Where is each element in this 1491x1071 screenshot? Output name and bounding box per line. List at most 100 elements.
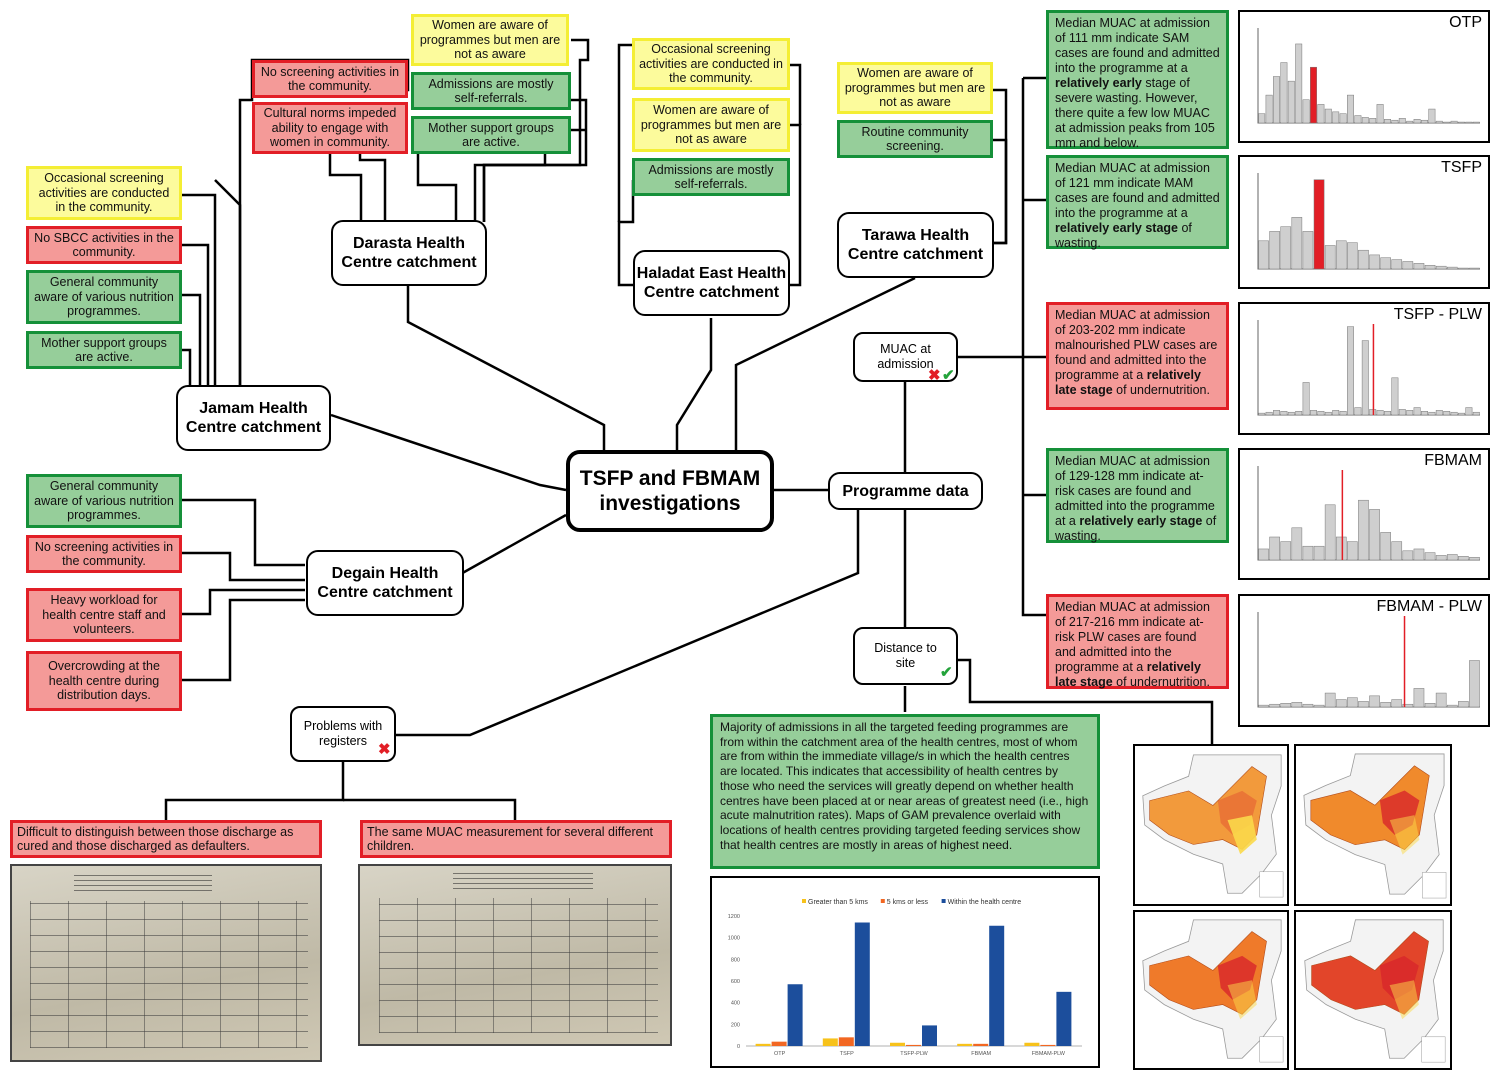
- histogram-bar: [1380, 257, 1391, 270]
- histogram-bar: [1443, 121, 1451, 124]
- chart-bar: [906, 1044, 921, 1046]
- finding-text: General community aware of various nutri…: [34, 275, 174, 319]
- histogram-bar: [1435, 555, 1447, 561]
- emphasis-text: relatively early stage: [1055, 221, 1178, 235]
- gam-low-area: [1389, 980, 1419, 1020]
- distance-title: Distance to site: [874, 641, 937, 670]
- darasta-finding: Admissions are mostly self-referrals.: [411, 72, 571, 110]
- histogram-bar: [1258, 412, 1266, 416]
- histogram-bar: [1332, 111, 1340, 124]
- muac-node: MUAC at admission: [853, 332, 958, 382]
- histogram-bar: [1369, 118, 1377, 124]
- jamam-finding: Mother support groups are active.: [26, 331, 182, 369]
- histogram-bar: [1369, 509, 1380, 561]
- darasta-node: Darasta Health Centre catchment: [331, 220, 487, 286]
- darasta-title: Darasta Health Centre catchment: [341, 235, 477, 271]
- muac-finding: Median MUAC at admission of 121 mm indic…: [1046, 155, 1229, 250]
- histogram-bar: [1339, 113, 1347, 124]
- histogram-bar: [1380, 532, 1391, 561]
- histogram-bar: [1398, 409, 1406, 416]
- histogram-bar: [1302, 703, 1314, 708]
- histogram-bar: [1310, 410, 1317, 416]
- legend-label: Greater than 5 kms: [808, 899, 868, 906]
- histogram-bar: [1402, 550, 1414, 561]
- tarawa-title: Tarawa Health Centre catchment: [847, 227, 984, 263]
- histogram-bar: [1258, 704, 1269, 708]
- panel-title: FBMAM: [1424, 452, 1482, 469]
- histogram-bar: [1302, 382, 1310, 416]
- chart-bar: [890, 1042, 905, 1046]
- histogram-bar: [1469, 556, 1480, 561]
- histogram-bar: [1428, 411, 1436, 416]
- histogram-bar: [1384, 411, 1391, 416]
- register-issue: Difficult to distinguish between those d…: [10, 820, 322, 858]
- jamam-finding: No SBCC activities in the community.: [26, 226, 182, 264]
- jamam-finding: General community aware of various nutri…: [26, 270, 182, 324]
- y-tick-label: 200: [731, 1022, 740, 1028]
- histogram-bar: [1458, 412, 1465, 416]
- gam-low-area: [1227, 980, 1257, 1020]
- histogram-bar: [1361, 117, 1369, 124]
- finding-text: stage of severe wasting. However, there …: [1055, 76, 1215, 150]
- chart-bar: [922, 1025, 937, 1046]
- histogram-bar: [1280, 62, 1288, 124]
- histogram-bar: [1358, 499, 1369, 561]
- panel-title: FBMAM - PLW: [1376, 598, 1482, 615]
- programme-data-node: Programme data: [828, 472, 983, 510]
- histogram-svg: [1257, 28, 1480, 124]
- histogram-bar: [1291, 702, 1303, 708]
- histogram-bar: [1313, 704, 1325, 708]
- gam-map: [1133, 910, 1289, 1070]
- legend-swatch: [880, 899, 885, 903]
- legend-label: 5 kms or less: [887, 899, 929, 906]
- histogram-bar: [1435, 410, 1443, 416]
- muac-title: MUAC at admission: [877, 342, 934, 371]
- degain-finding: General community aware of various nutri…: [26, 474, 182, 528]
- emphasis-text: relatively early: [1055, 76, 1142, 90]
- y-tick-label: 800: [731, 957, 740, 963]
- muac-finding: Median MUAC at admission of 217-216 mm i…: [1046, 594, 1229, 689]
- histogram-bar: [1369, 254, 1380, 270]
- map-legend: [1259, 1036, 1284, 1063]
- histogram-bar: [1413, 407, 1421, 416]
- histogram-bar: [1421, 411, 1428, 416]
- emphasis-text: relatively early stage: [1079, 514, 1203, 528]
- chart-bar: [957, 1043, 973, 1046]
- histogram-bar: [1421, 119, 1428, 124]
- issue-text: Difficult to distinguish between those d…: [17, 824, 294, 854]
- histogram-bar: [1458, 701, 1469, 708]
- histogram-bar: [1458, 267, 1469, 270]
- histogram-bar: [1280, 703, 1292, 708]
- darasta-finding: Mother support groups are active.: [411, 116, 571, 154]
- histogram-axis: [1257, 173, 1480, 270]
- register-photo: [358, 864, 672, 1046]
- finding-text: of undernutrition.: [1112, 383, 1210, 397]
- histogram-bar: [1269, 231, 1280, 270]
- finding-text: Women are aware of programmes but men ar…: [640, 103, 782, 147]
- map-legend: [1421, 1036, 1446, 1063]
- histogram-bar: [1391, 119, 1399, 124]
- histogram-bar: [1443, 411, 1451, 416]
- x-tick-label: TSFP: [840, 1051, 854, 1057]
- finding-text: Occasional screening activities are cond…: [639, 42, 783, 86]
- jamam-title: Jamam Health Centre catchment: [185, 400, 322, 436]
- y-tick-label: 1000: [728, 936, 740, 942]
- histogram-bar: [1302, 99, 1310, 124]
- histogram-bar: [1413, 548, 1425, 561]
- y-tick-label: 600: [731, 979, 740, 985]
- finding-text: Women are aware of programmes but men ar…: [419, 18, 561, 62]
- map-legend: [1259, 871, 1284, 898]
- histogram-bar: [1317, 104, 1325, 124]
- histogram-bar: [1428, 108, 1436, 124]
- gam-low-area: [1227, 815, 1257, 855]
- histogram-svg: [1257, 612, 1480, 708]
- check-icon: ✔: [940, 664, 953, 681]
- histogram-bar: [1406, 410, 1414, 416]
- map-svg: [1142, 919, 1284, 1063]
- histogram-bar: [1424, 552, 1436, 561]
- histogram-bar: [1413, 119, 1421, 124]
- histogram-bar: [1273, 76, 1280, 124]
- tarawa-node: Tarawa Health Centre catchment: [837, 212, 994, 278]
